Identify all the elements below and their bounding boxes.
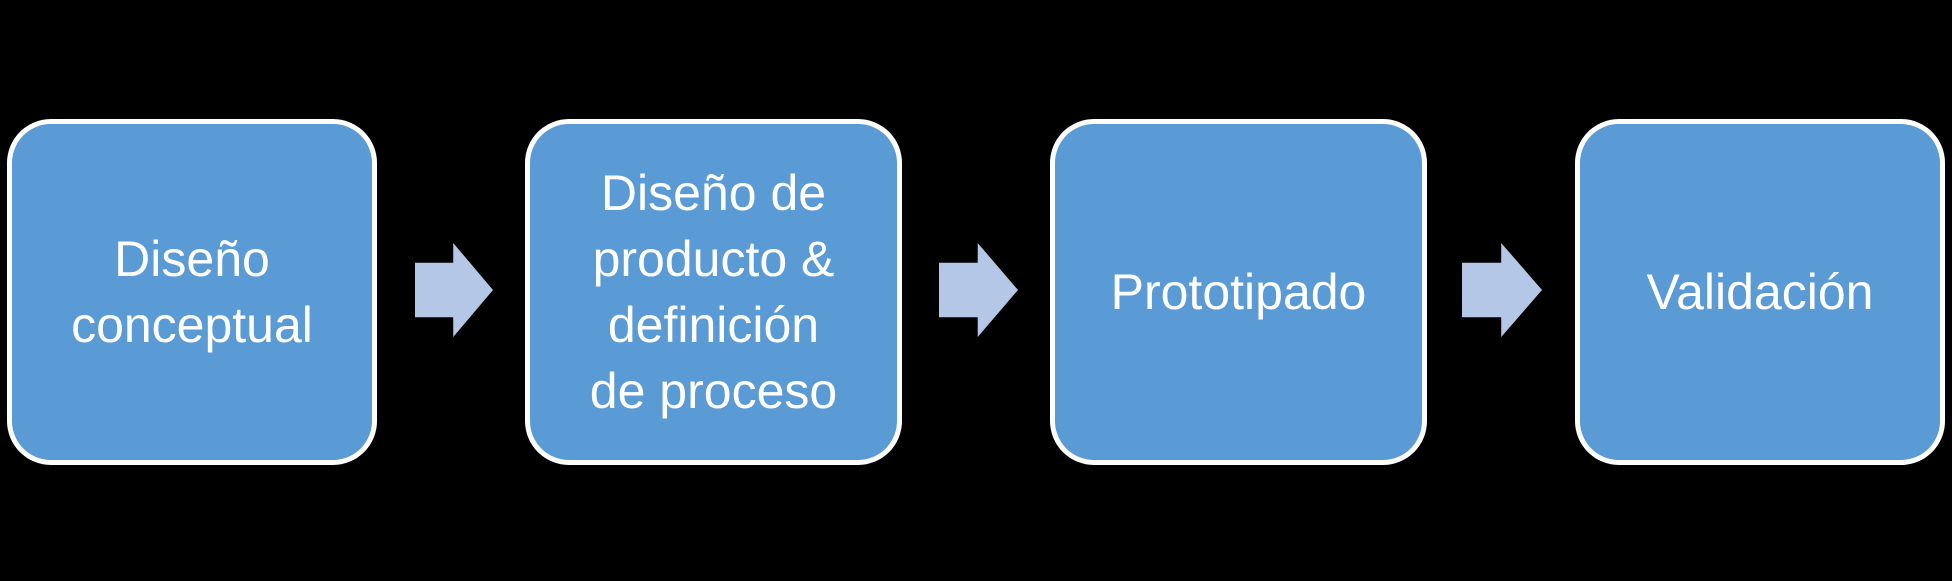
stage-label-diseno-conceptual: Diseño conceptual bbox=[71, 231, 313, 353]
flow-arrow-icon-2 bbox=[939, 243, 1018, 337]
stage-label-validacion: Validación bbox=[1646, 264, 1874, 320]
stage-label-prototipado: Prototipado bbox=[1110, 264, 1367, 320]
stage-label-diseno-producto-definicion-proceso: Diseño de producto & definición de proce… bbox=[589, 165, 838, 419]
stage-box-diseno-conceptual: Diseño conceptual bbox=[7, 119, 377, 465]
stage-box-diseno-producto-definicion-proceso: Diseño de producto & definición de proce… bbox=[525, 119, 902, 465]
stage-box-validacion: Validación bbox=[1575, 119, 1945, 465]
flow-arrow-icon-1 bbox=[415, 243, 493, 337]
stage-box-prototipado: Prototipado bbox=[1050, 119, 1427, 465]
flow-arrow-icon-3 bbox=[1462, 243, 1542, 337]
